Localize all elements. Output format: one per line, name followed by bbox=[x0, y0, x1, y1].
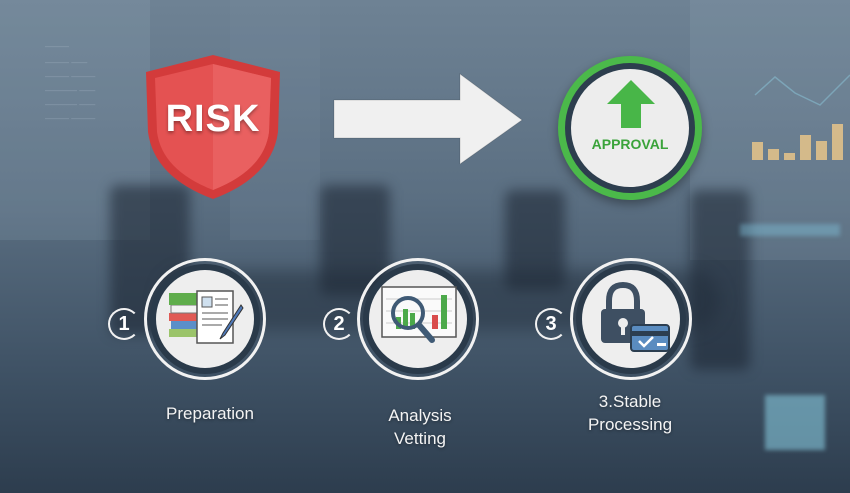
books-document-pen-icon bbox=[169, 290, 244, 344]
background-bar-chart bbox=[752, 100, 843, 160]
background-line-chart bbox=[754, 74, 850, 106]
padlock-card-icon bbox=[601, 281, 670, 352]
chart-magnifier-icon bbox=[381, 286, 457, 343]
step-1-badge bbox=[144, 258, 266, 380]
step-2-badge bbox=[357, 258, 479, 380]
up-arrow-icon bbox=[607, 80, 655, 128]
right-arrow-icon bbox=[333, 73, 523, 164]
risk-shield-icon bbox=[146, 55, 280, 199]
step-1-number: 1 bbox=[108, 308, 140, 340]
step-2-number: 2 bbox=[323, 308, 355, 340]
approval-badge: APPROVAL bbox=[558, 56, 702, 200]
step-3-number: 3 bbox=[535, 308, 567, 340]
approval-label: APPROVAL bbox=[591, 136, 669, 152]
step-3-label: 3.Stable Processing bbox=[587, 392, 673, 434]
step-2-label: Analysis Vetting bbox=[388, 406, 452, 448]
building-hud-icon bbox=[765, 395, 825, 450]
step-3-badge bbox=[570, 258, 692, 380]
risk-label: RISK bbox=[165, 98, 261, 140]
step-1-label: Preparation bbox=[166, 404, 254, 423]
